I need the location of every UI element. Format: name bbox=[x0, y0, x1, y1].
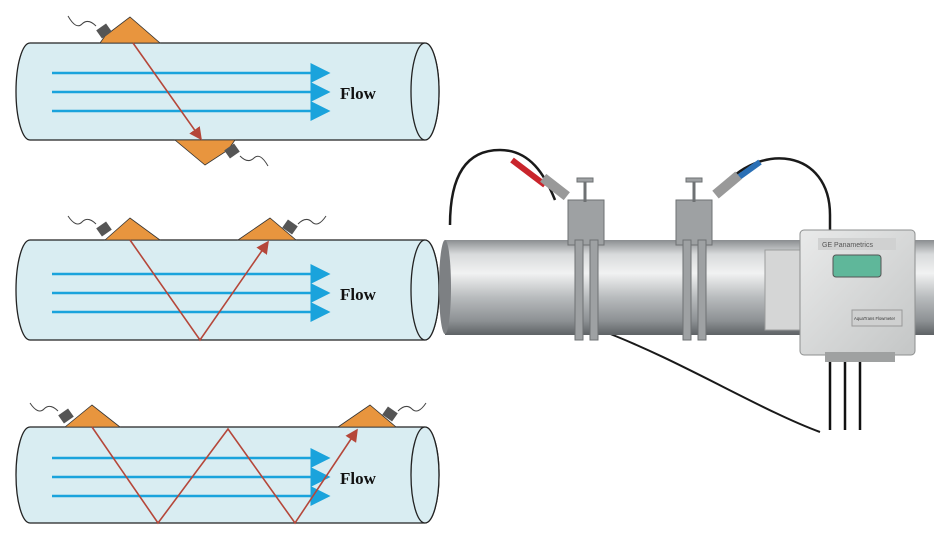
flow-arrows bbox=[52, 63, 331, 121]
transducer-icon bbox=[103, 217, 162, 241]
flow-arrows bbox=[52, 264, 331, 322]
flow-label: Flow bbox=[340, 469, 377, 488]
transducer-icon bbox=[236, 217, 298, 241]
transducer-icon bbox=[99, 16, 162, 44]
display-window bbox=[832, 254, 882, 278]
diagram-w-method: Flow bbox=[15, 402, 440, 525]
ultrasonic-beam bbox=[132, 42, 202, 141]
clamp-left bbox=[567, 177, 605, 341]
transducer-icon bbox=[336, 404, 398, 428]
brand-logo-text: GE Panametrics bbox=[822, 242, 873, 249]
device-label: AquaTrans Flowmeter bbox=[854, 316, 896, 321]
flowmeter-photo: GE Panametrics AquaTrans Flowmeter bbox=[439, 148, 934, 433]
diagram-direct-method: Flow bbox=[15, 15, 440, 167]
ultrasonic-beam bbox=[129, 239, 269, 342]
flow-arrows bbox=[52, 448, 331, 506]
diagram-v-method: Flow bbox=[15, 215, 440, 342]
flow-label: Flow bbox=[340, 84, 377, 103]
clamp-right bbox=[675, 177, 713, 341]
flow-label: Flow bbox=[340, 285, 377, 304]
ultrasonic-beam bbox=[91, 426, 358, 525]
